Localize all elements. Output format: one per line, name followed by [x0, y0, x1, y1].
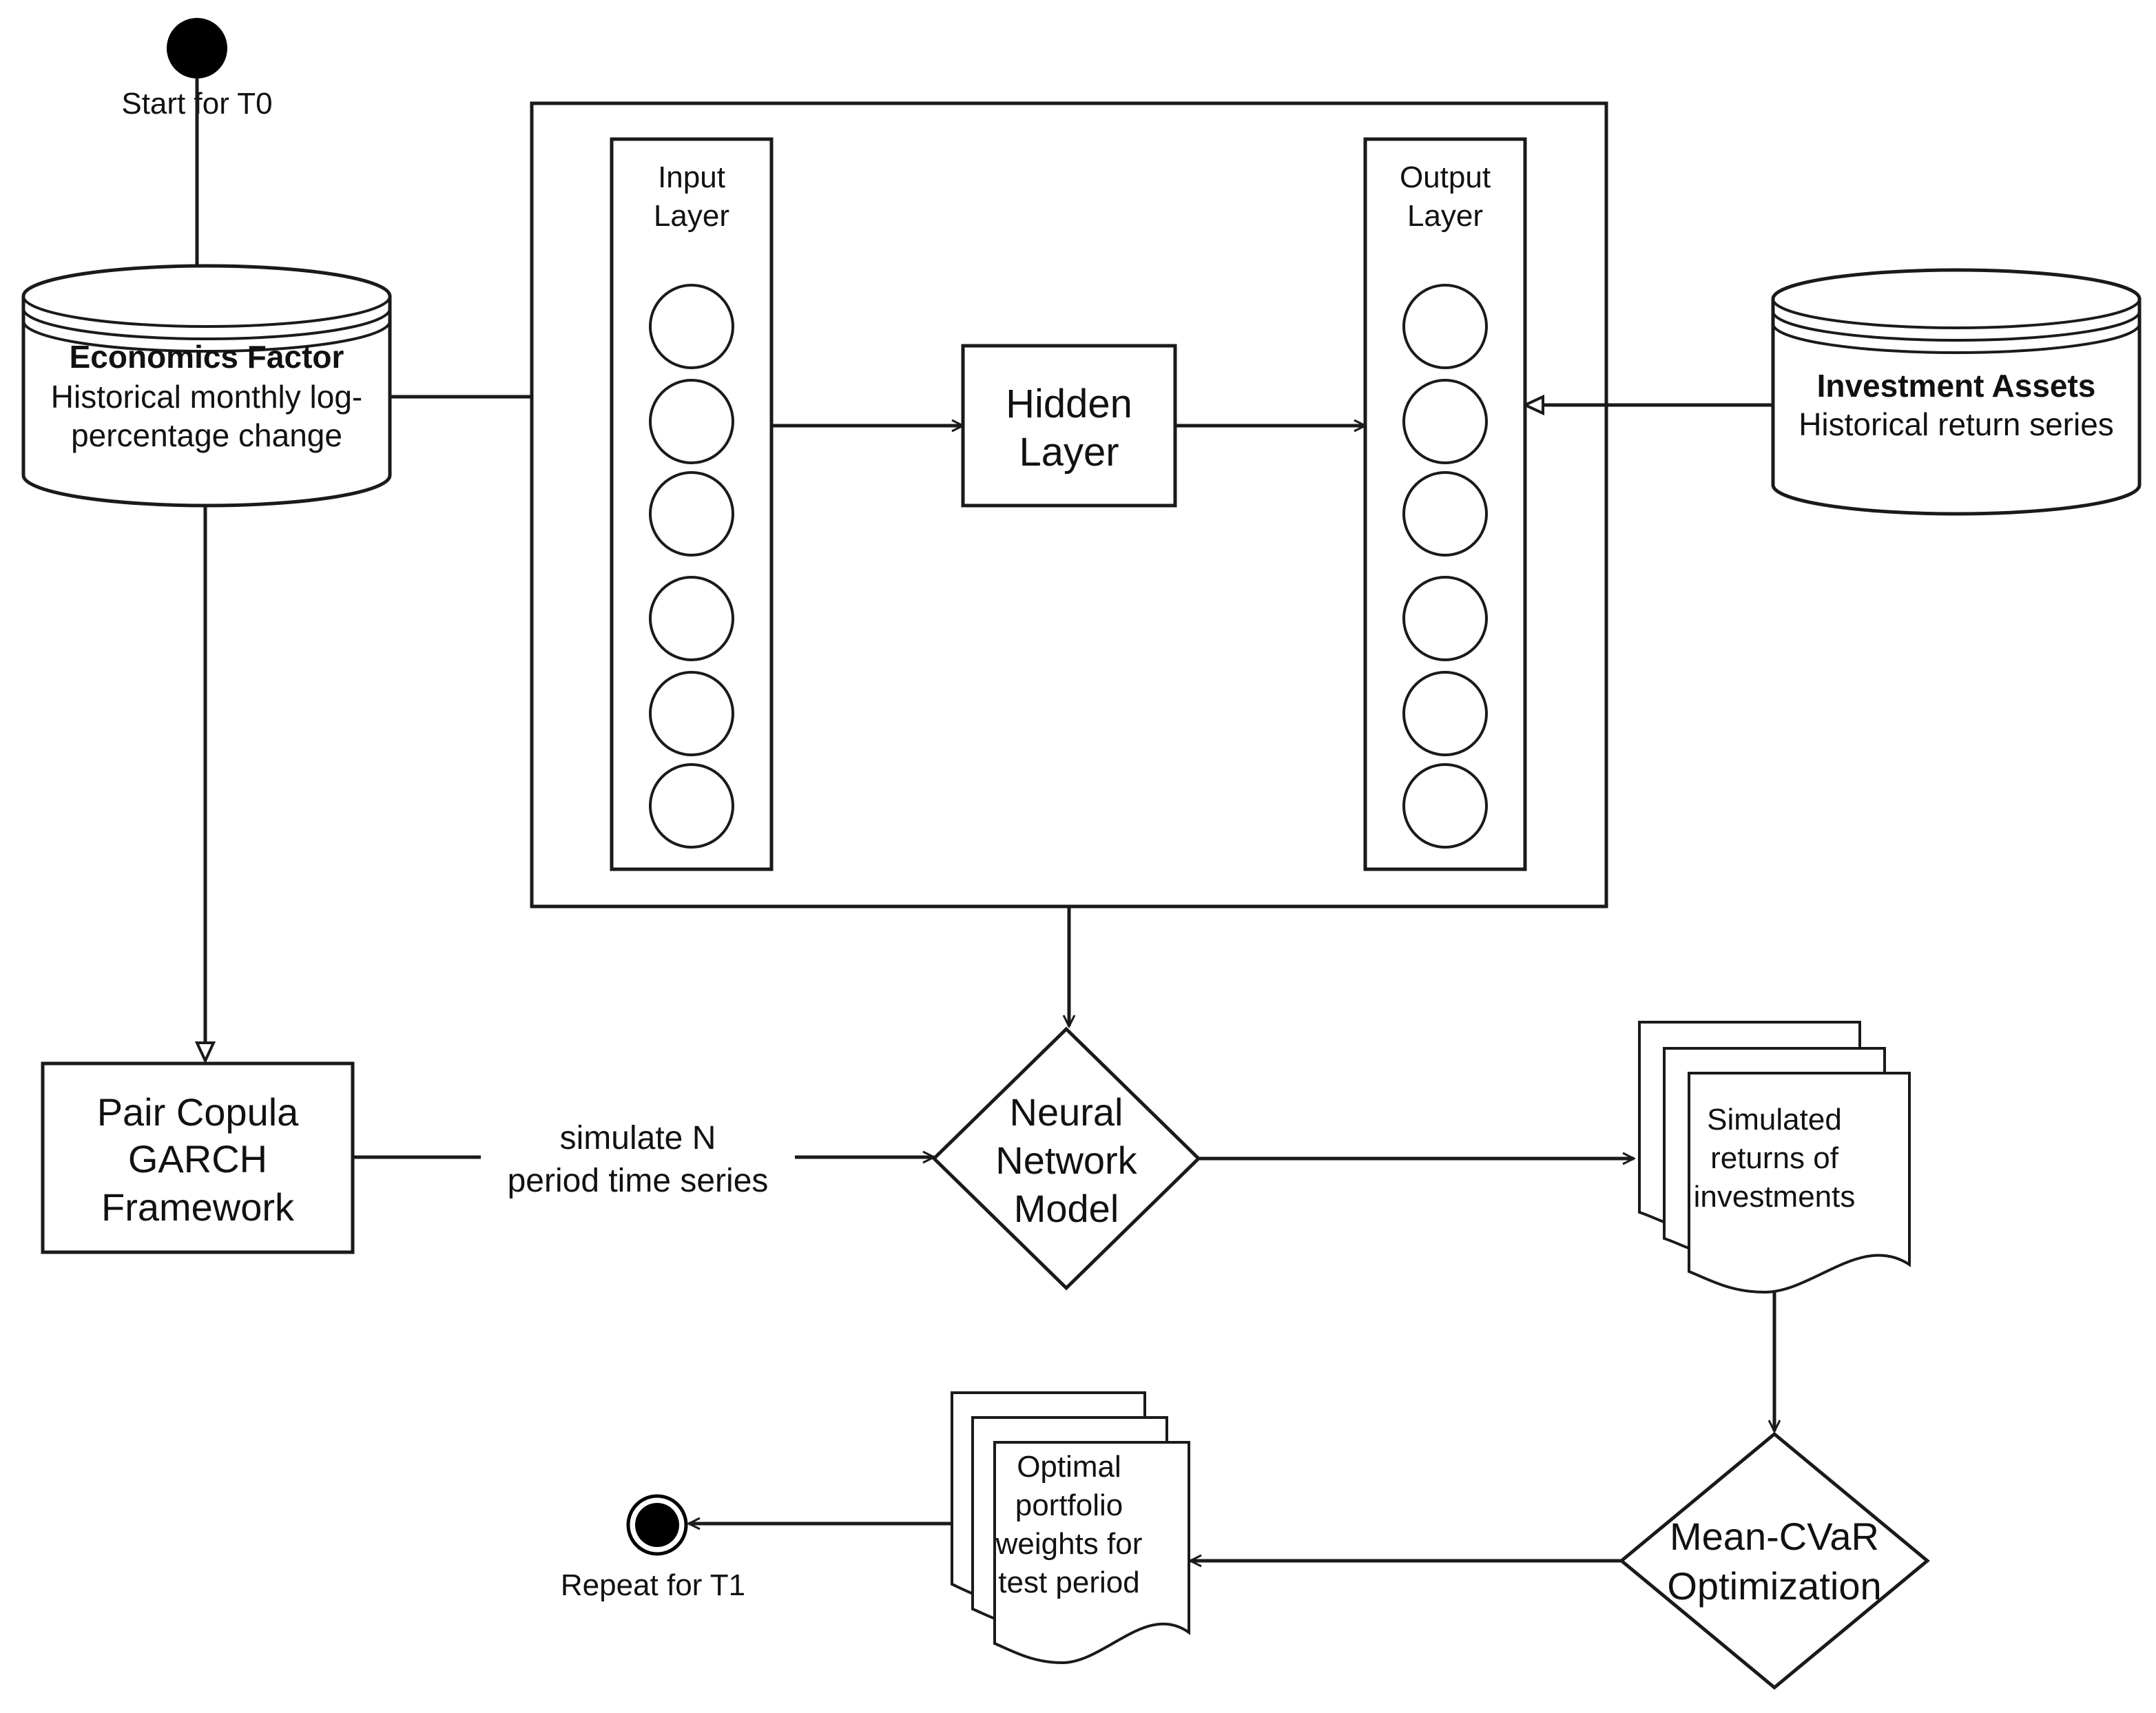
- neural-network-model-diamond: Neural Network Model: [931, 1026, 1201, 1291]
- input-node: [649, 671, 734, 756]
- output-layer: Output Layer: [1363, 137, 1527, 871]
- output-node: [1402, 671, 1488, 756]
- weights-line3: weights for: [995, 1527, 1143, 1561]
- end-label: Repeat for T1: [561, 1568, 745, 1602]
- input-node: [649, 284, 734, 369]
- neural-network-panel: Input Layer Hidden Layer Output Layer: [530, 101, 1608, 909]
- end-node: Repeat for T1: [561, 1494, 745, 1602]
- simulate-line2: period time series: [508, 1163, 769, 1199]
- hidden-layer-line2: Layer: [1019, 430, 1119, 475]
- simulated-line2: returns of: [1710, 1141, 1839, 1175]
- input-node: [649, 576, 734, 661]
- input-node: [649, 379, 734, 464]
- weights-line4: test period: [998, 1566, 1139, 1599]
- economics-line1: Historical monthly log-: [51, 379, 362, 415]
- input-layer-line2: Layer: [654, 199, 729, 233]
- input-layer-line1: Input: [658, 160, 725, 194]
- mean-cvar-line2: Optimization: [1667, 1564, 1881, 1608]
- copula-line1: Pair Copula: [97, 1090, 299, 1134]
- copula-line2: GARCH: [128, 1137, 267, 1181]
- pair-copula-garch-box: Pair Copula GARCH Framework: [41, 1061, 355, 1254]
- investment-assets-database: Investment Assets Historical return seri…: [1771, 268, 2142, 516]
- copula-line3: Framework: [101, 1185, 295, 1229]
- hidden-layer-box: [961, 344, 1177, 508]
- economics-title: Economics Factor: [70, 339, 344, 375]
- simulated-returns-documents: Simulated returns of investments: [1638, 1021, 1911, 1294]
- simulated-line1: Simulated: [1707, 1103, 1842, 1136]
- mean-cvar-optimization-diamond: Mean-CVaR Optimization: [1619, 1431, 1930, 1690]
- weights-line2: portfolio: [1015, 1488, 1123, 1522]
- output-node: [1402, 763, 1488, 849]
- input-layer: Input Layer: [610, 137, 774, 871]
- output-layer-line1: Output: [1400, 160, 1491, 194]
- nn-model-line2: Network: [995, 1139, 1137, 1182]
- output-node: [1402, 576, 1488, 661]
- end-inner-circle: [635, 1503, 679, 1547]
- investment-line1: Historical return series: [1799, 406, 2114, 442]
- investment-title: Investment Assets: [1817, 368, 2096, 404]
- input-node: [649, 471, 734, 557]
- output-node: [1402, 379, 1488, 464]
- output-node: [1402, 284, 1488, 369]
- start-circle: [167, 18, 227, 79]
- nn-model-line1: Neural: [1010, 1090, 1123, 1134]
- simulate-line1: simulate N: [560, 1120, 716, 1156]
- simulate-label: simulate N period time series: [508, 1120, 769, 1199]
- output-layer-line2: Layer: [1407, 199, 1483, 233]
- output-node: [1402, 471, 1488, 557]
- input-node: [649, 763, 734, 849]
- simulated-line3: investments: [1694, 1180, 1856, 1214]
- economics-factor-database: Economics Factor Historical monthly log-…: [21, 264, 392, 508]
- mean-cvar-line1: Mean-CVaR: [1670, 1515, 1879, 1558]
- hidden-layer-line1: Hidden: [1006, 382, 1132, 426]
- optimal-weights-documents: Optimal portfolio weights for test perio…: [951, 1391, 1190, 1665]
- nn-model-line3: Model: [1014, 1187, 1119, 1230]
- hidden-layer: Hidden Layer: [961, 344, 1177, 508]
- economics-line2: percentage change: [71, 417, 342, 453]
- weights-line1: Optimal: [1017, 1450, 1121, 1484]
